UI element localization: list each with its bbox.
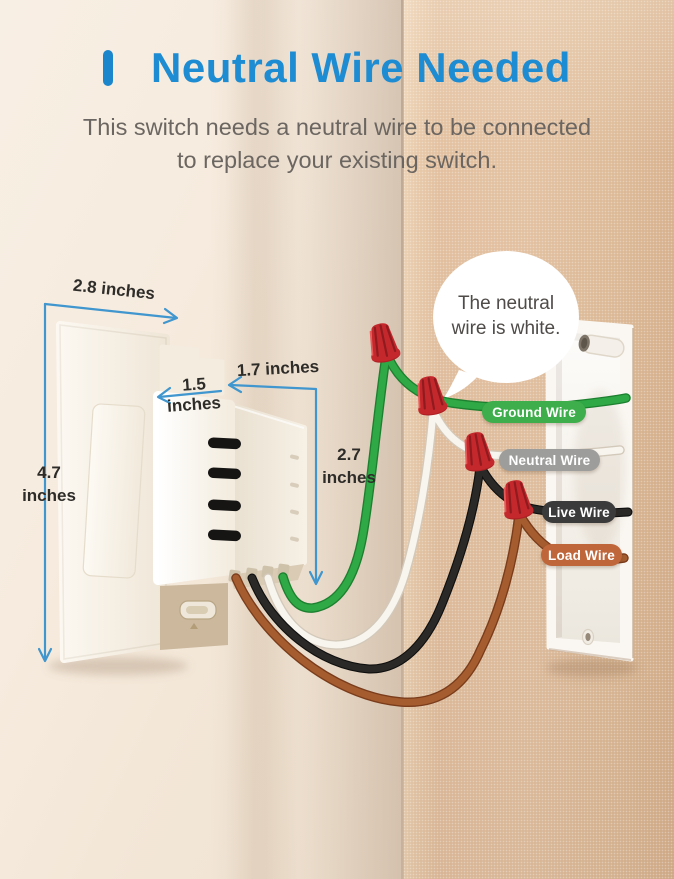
module-mounting-tab bbox=[159, 344, 225, 396]
dim-arrow-module-height bbox=[308, 570, 324, 586]
wall-corner-edge bbox=[401, 0, 404, 879]
wire-pill-ground: Ground Wire bbox=[482, 401, 586, 423]
wire-nut-neutral bbox=[411, 372, 450, 419]
wire-pill-live: Live Wire bbox=[542, 501, 616, 523]
dim-line-plate-width bbox=[43, 302, 178, 320]
plate-shadow bbox=[48, 657, 188, 675]
box-bottom-rim bbox=[548, 648, 632, 661]
bracket-slot bbox=[186, 606, 208, 614]
box-shadow bbox=[546, 659, 638, 677]
live-wire-switch bbox=[248, 463, 484, 673]
box-screw-hole bbox=[585, 633, 591, 641]
wire-nut-ground bbox=[363, 319, 403, 367]
dim-line-module bbox=[228, 383, 318, 585]
speech-bubble-text: The neutral wire is white. bbox=[430, 291, 582, 341]
vent-slot-2 bbox=[208, 467, 241, 480]
neutral-wire-switch bbox=[264, 408, 437, 649]
subtitle-line-2: to replace your existing switch. bbox=[176, 147, 497, 173]
ground-wire-switch bbox=[279, 352, 390, 612]
dim-arrow-plate-height bbox=[37, 647, 53, 663]
wire-pill-neutral: Neutral Wire bbox=[499, 449, 600, 471]
speech-bubble-line-2: wire is white. bbox=[451, 318, 561, 339]
side-vent-mark bbox=[290, 454, 299, 460]
dimension-label-module-height: 2.7 inches bbox=[318, 443, 380, 489]
subtitle-line-1: This switch needs a neutral wire to be c… bbox=[82, 114, 592, 140]
page-title: Neutral Wire Needed bbox=[151, 44, 571, 91]
title-accent-bar bbox=[103, 50, 114, 86]
vent-slot-4 bbox=[208, 529, 241, 542]
dim-arrow-front-width bbox=[156, 386, 172, 405]
switch-module-side bbox=[230, 403, 307, 575]
side-vent-mark bbox=[290, 509, 299, 515]
dimension-module-height-unit: inches bbox=[322, 468, 376, 487]
speech-bubble-shape bbox=[433, 251, 579, 383]
vent-slot-3 bbox=[208, 499, 241, 512]
wires bbox=[231, 347, 633, 707]
speech-bubble-tail bbox=[443, 370, 478, 399]
dimension-label-plate-height: 4.7 inches bbox=[16, 461, 82, 507]
box-inner-shadow-left bbox=[556, 331, 562, 638]
wire-pill-load: Load Wire bbox=[541, 544, 622, 566]
bracket-keyhole bbox=[190, 623, 198, 629]
speech-bubble-line-1: The neutral bbox=[457, 293, 555, 314]
wire-nut-load bbox=[497, 476, 536, 523]
side-vent-mark bbox=[290, 482, 299, 488]
dim-arrow-plate-width bbox=[162, 307, 179, 325]
switch-module-front bbox=[153, 391, 235, 585]
dimension-lines bbox=[37, 302, 324, 663]
cable-sleeve bbox=[578, 334, 625, 358]
subtitle: This switch needs a neutral wire to be c… bbox=[0, 111, 674, 177]
header: Neutral Wire Needed bbox=[0, 44, 674, 91]
dim-line-front-width bbox=[157, 389, 223, 399]
dimension-module-height-value: 2.7 bbox=[337, 445, 361, 464]
module-top-highlight bbox=[232, 405, 305, 429]
load-wire-switch bbox=[232, 511, 523, 706]
vent-slot-1 bbox=[208, 437, 241, 450]
dimension-plate-height-unit: inches bbox=[22, 486, 76, 505]
dimension-plate-height-value: 4.7 bbox=[37, 463, 61, 482]
switch-paddle bbox=[82, 403, 146, 579]
side-vent-mark bbox=[290, 536, 299, 542]
dim-arrow-module-depth bbox=[227, 375, 243, 394]
